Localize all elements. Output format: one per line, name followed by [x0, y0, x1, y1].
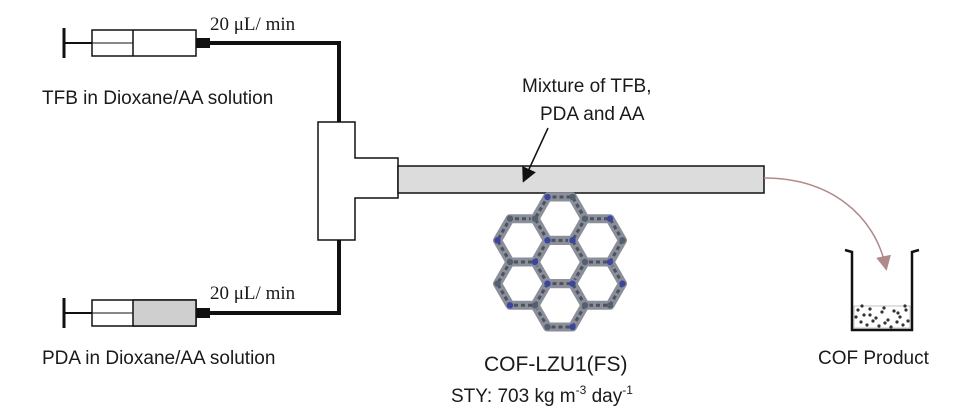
cof-framework-illustration	[493, 192, 627, 332]
beaker-walls	[844, 248, 920, 332]
precipitate-particle	[865, 323, 869, 327]
precipitate-particle	[877, 324, 881, 328]
mixture-pointer-arrow	[522, 127, 549, 183]
cof-pore-backbone	[570, 217, 625, 264]
precipitate-particle	[860, 304, 864, 308]
cof-atom-node	[569, 237, 576, 244]
cof-atom-node	[531, 302, 539, 309]
precipitate-particle	[880, 310, 884, 314]
top-syringe	[62, 28, 210, 58]
cof-atom-node	[569, 193, 576, 201]
precipitate-particle	[898, 315, 902, 319]
bottom-syringe-tip	[196, 308, 210, 318]
precipitate-particle	[903, 304, 907, 308]
cof-atom-node	[619, 280, 626, 287]
precipitate-particle	[906, 319, 910, 323]
precipitate-particle	[859, 320, 863, 324]
precipitate-particle	[862, 313, 866, 317]
cof-atom-node	[506, 215, 514, 222]
cof-atom-node	[581, 258, 589, 266]
cof-atom-node	[606, 258, 614, 266]
precipitate-particle	[874, 316, 878, 320]
sty-label: STY: 703 kg m-3 day-1	[451, 383, 633, 407]
cof-atom-node	[544, 280, 551, 287]
cof-atom-node	[531, 258, 539, 266]
bottom-flow-rate-label: 20 μL/ min	[210, 283, 296, 304]
cof-pore-backbone	[495, 260, 550, 307]
top-syringe-label: TFB in Dioxane/AA solution	[42, 88, 273, 109]
precipitate-particle	[904, 308, 908, 312]
precipitate-particle	[871, 319, 875, 323]
cof-atom-node	[581, 215, 589, 222]
bottom-syringe-solution	[132, 299, 197, 327]
precipitate-particle	[882, 306, 886, 310]
precipitate-particles	[854, 304, 910, 329]
cof-atom-node	[544, 323, 551, 331]
precipitate-particle	[901, 323, 905, 327]
precipitate-particle	[854, 315, 858, 319]
bottom-syringe	[62, 298, 210, 328]
precipitate-particle	[856, 308, 860, 312]
cof-atom-node	[506, 258, 514, 266]
cof-atom-node	[544, 193, 551, 201]
top-feed-line	[210, 41, 341, 122]
cof-atom-node	[494, 280, 501, 287]
cof-atom-node	[506, 302, 514, 309]
mixture-label-line1: Mixture of TFB,	[522, 76, 652, 97]
outlet-flow-arrow	[763, 177, 891, 271]
precipitate-particle	[868, 307, 872, 311]
top-syringe-tip	[196, 38, 210, 48]
precipitate-particle	[886, 318, 890, 322]
beaker-label: COF Product	[818, 348, 930, 369]
precipitate-particle	[896, 311, 900, 315]
precipitate-particle	[868, 313, 872, 317]
bottom-syringe-label: PDA in Dioxane/AA solution	[42, 348, 275, 369]
cof-atom-node	[544, 237, 551, 244]
cof-atom-node	[619, 237, 626, 244]
precipitate-particle	[889, 325, 893, 329]
cof-atom-node	[531, 215, 539, 222]
cof-atom-node	[581, 302, 589, 309]
top-flow-rate-label: 20 μL/ min	[210, 14, 296, 35]
cof-atom-node	[569, 280, 576, 287]
t-junction-mixer	[317, 121, 399, 241]
product-beaker	[844, 248, 920, 332]
cof-atom-node	[606, 215, 614, 222]
precipitate-particle	[883, 321, 887, 325]
cof-atom-node	[606, 302, 614, 309]
precipitate-particle	[892, 309, 896, 313]
cof-name-label: COF-LZU1(FS)	[484, 353, 628, 376]
bottom-feed-line	[210, 240, 341, 315]
precipitate-particle	[895, 320, 899, 324]
cof-atom-node	[569, 323, 576, 331]
reactor-tube	[397, 165, 765, 194]
mixture-label-line2: PDA and AA	[540, 104, 645, 125]
cof-atom-node	[494, 237, 501, 244]
